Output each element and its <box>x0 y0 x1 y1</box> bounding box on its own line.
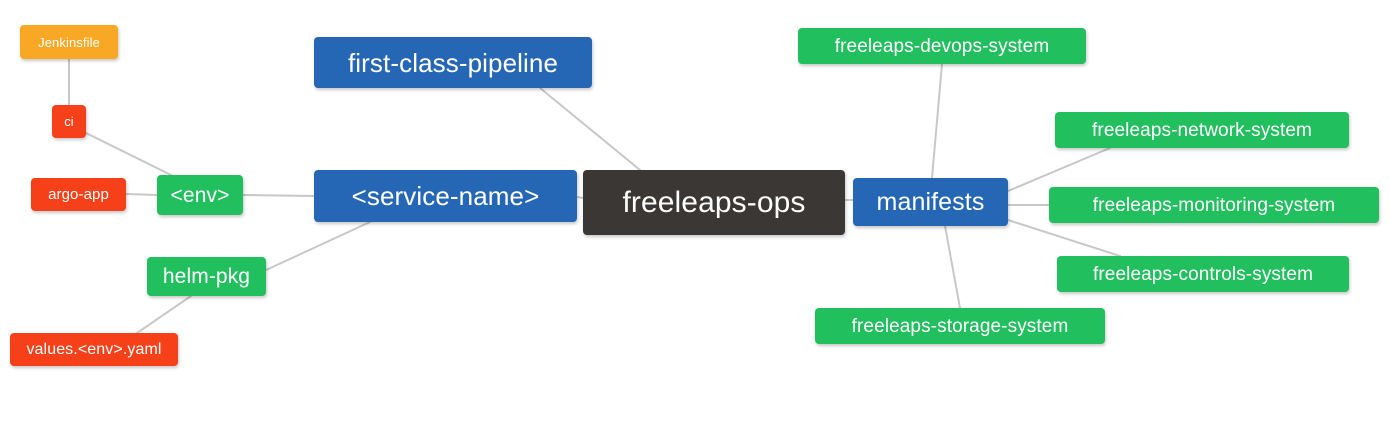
node-manifests[interactable]: manifests <box>853 178 1008 226</box>
node-jenkinsfile[interactable]: Jenkinsfile <box>20 25 118 59</box>
node-label-freeleaps-ops: freeleaps-ops <box>622 185 806 219</box>
edge-ci-to-env <box>85 132 176 178</box>
node-label-argo-app: argo-app <box>48 186 109 203</box>
node-label-ci: ci <box>64 114 74 129</box>
edge-values-yaml-to-helm-pkg <box>136 295 192 334</box>
node-helm-pkg[interactable]: helm-pkg <box>147 257 266 296</box>
node-label-env: <env> <box>170 183 230 207</box>
node-label-freeleaps-network-system: freeleaps-network-system <box>1092 119 1312 141</box>
node-ci[interactable]: ci <box>52 105 86 138</box>
node-label-freeleaps-storage-system: freeleaps-storage-system <box>851 315 1069 337</box>
edge-manifests-to-freeleaps-network-system <box>1007 147 1111 192</box>
node-first-class-pipeline[interactable]: first-class-pipeline <box>314 37 592 88</box>
node-label-service-name: <service-name> <box>351 181 540 211</box>
node-values-yaml[interactable]: values.<env>.yaml <box>10 333 178 366</box>
edge-argo-app-to-env <box>125 193 158 196</box>
node-label-freeleaps-devops-system: freeleaps-devops-system <box>834 35 1050 57</box>
node-label-first-class-pipeline: first-class-pipeline <box>347 47 559 78</box>
node-env[interactable]: <env> <box>157 175 243 215</box>
node-freeleaps-ops[interactable]: freeleaps-ops <box>583 170 845 235</box>
node-label-freeleaps-controls-system: freeleaps-controls-system <box>1092 263 1314 285</box>
node-label-helm-pkg: helm-pkg <box>162 265 251 288</box>
node-freeleaps-devops-system[interactable]: freeleaps-devops-system <box>798 28 1086 64</box>
edge-manifests-to-freeleaps-storage-system <box>944 225 961 309</box>
node-service-name[interactable]: <service-name> <box>314 170 577 222</box>
node-freeleaps-monitoring-system[interactable]: freeleaps-monitoring-system <box>1049 187 1379 223</box>
node-argo-app[interactable]: argo-app <box>31 178 126 211</box>
edge-manifests-to-freeleaps-controls-system <box>1007 219 1121 257</box>
node-label-manifests: manifests <box>876 187 985 216</box>
node-freeleaps-storage-system[interactable]: freeleaps-storage-system <box>815 308 1105 344</box>
node-label-jenkinsfile: Jenkinsfile <box>38 34 100 50</box>
edge-env-to-service-name <box>242 194 315 197</box>
edge-manifests-to-freeleaps-devops-system <box>931 63 943 179</box>
node-freeleaps-network-system[interactable]: freeleaps-network-system <box>1055 112 1349 148</box>
edge-helm-pkg-to-service-name <box>265 221 371 271</box>
edge-first-class-pipeline-to-freeleaps-ops <box>539 87 641 171</box>
node-freeleaps-controls-system[interactable]: freeleaps-controls-system <box>1057 256 1349 292</box>
node-label-values-yaml: values.<env>.yaml <box>26 340 162 358</box>
node-label-freeleaps-monitoring-system: freeleaps-monitoring-system <box>1092 194 1336 216</box>
